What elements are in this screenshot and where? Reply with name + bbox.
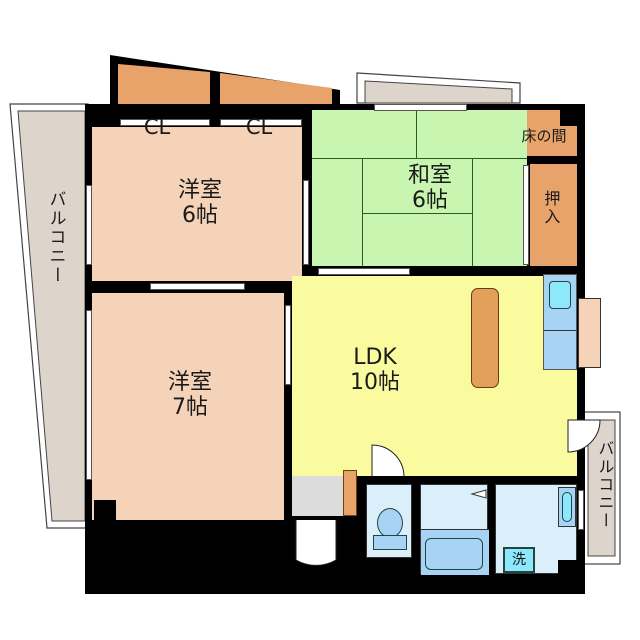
window	[220, 119, 302, 126]
bathtub-icon	[425, 538, 483, 570]
closet-label: CL	[245, 115, 273, 139]
room-label-ldk: LDK 10帖	[350, 345, 400, 396]
tokonoma-label: 床の間	[521, 127, 567, 145]
washroom: 洗	[495, 484, 578, 575]
kitchen-counter	[543, 274, 577, 370]
toilet-room	[366, 484, 412, 558]
bathroom	[420, 484, 489, 575]
window	[86, 185, 92, 265]
column	[94, 500, 116, 520]
room-japanese	[312, 110, 527, 266]
toilet-icon	[377, 508, 403, 538]
window	[120, 119, 210, 126]
room-label-western-6: 洋室 6帖	[177, 178, 222, 229]
window	[150, 283, 245, 290]
room-label-japanese: 和室 6帖	[407, 163, 452, 214]
closet-label: CL	[143, 115, 171, 139]
oshiire	[530, 164, 577, 266]
room-ldk	[292, 276, 577, 476]
window	[285, 305, 291, 385]
room-western-6	[92, 127, 302, 281]
oshiire-label: 押入	[541, 190, 561, 226]
window	[578, 490, 584, 530]
balcony-label-west: バルコニー	[45, 190, 66, 285]
toilet-tank	[373, 535, 407, 550]
room-western-7	[92, 293, 284, 520]
sink-basin	[558, 487, 576, 527]
washer-space: 洗	[503, 547, 535, 573]
window	[86, 310, 92, 480]
kitchen-island	[471, 288, 499, 388]
window	[374, 104, 467, 111]
room-label-western-7: 洋室 7帖	[167, 370, 212, 421]
entrance	[292, 476, 352, 516]
bathtub-area	[421, 529, 489, 575]
kitchen-window	[578, 298, 601, 368]
balcony-label-east: バルコニー	[595, 440, 615, 530]
window	[318, 268, 410, 275]
shoe-cabinet	[343, 470, 357, 516]
sink-icon	[549, 281, 571, 309]
window	[523, 165, 529, 265]
window	[303, 180, 309, 265]
